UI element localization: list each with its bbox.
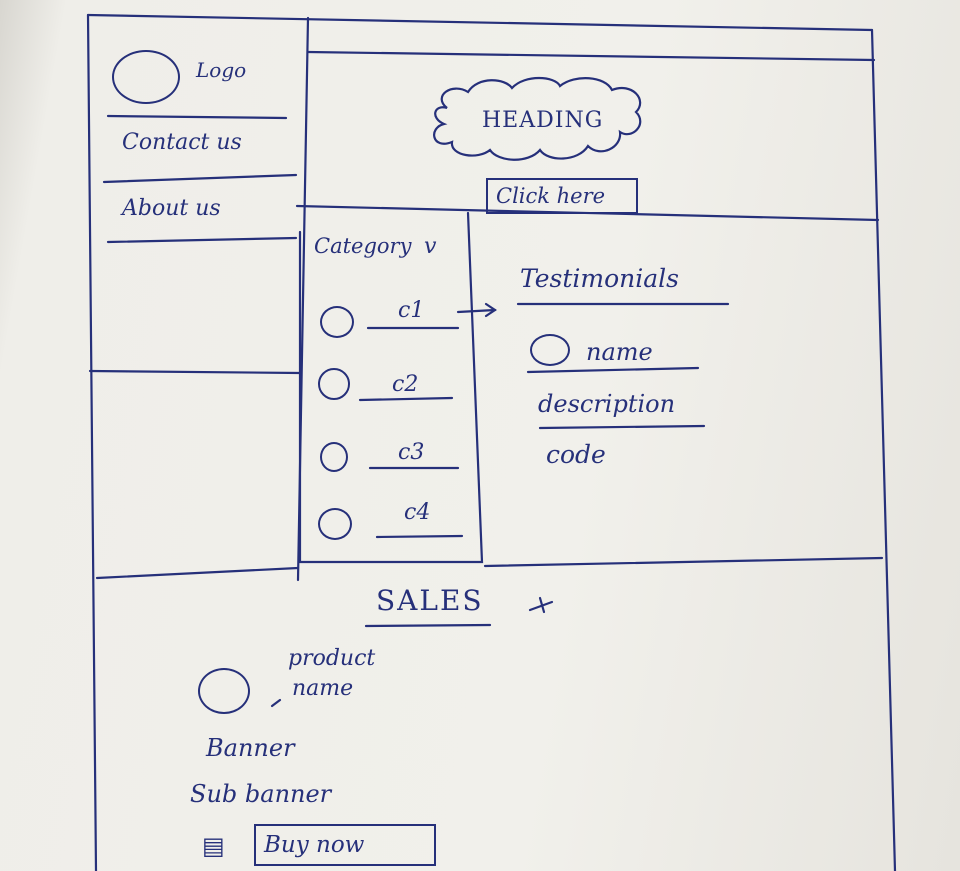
product-label: product: [288, 646, 376, 671]
category-title: Category: [314, 234, 412, 258]
radio-c3[interactable]: [320, 442, 348, 472]
category-item-c4[interactable]: c4: [404, 500, 431, 525]
sales-title: SALES: [376, 584, 484, 617]
banner-label: Banner: [206, 734, 295, 762]
logo-label: Logo: [196, 58, 247, 82]
radio-c1[interactable]: [320, 306, 354, 338]
testimonials-title: Testimonials: [520, 264, 679, 293]
category-item-c1[interactable]: c1: [398, 298, 425, 323]
page-heading: HEADING: [482, 108, 604, 133]
radio-c4[interactable]: [318, 508, 352, 540]
chevron-down-icon[interactable]: v: [424, 234, 437, 259]
sidebar-item-about-us[interactable]: About us: [122, 196, 221, 221]
category-item-c2[interactable]: c2: [392, 372, 419, 397]
sub-banner-label: Sub banner: [190, 780, 332, 808]
buy-now-label: Buy now: [264, 832, 365, 858]
testimonial-description: description: [538, 390, 676, 418]
sidebar-item-contact-us[interactable]: Contact us: [122, 130, 242, 155]
click-here-label: Click here: [496, 184, 606, 208]
product-image-icon: [198, 668, 250, 714]
click-here-button[interactable]: Click here: [486, 178, 638, 214]
testimonial-name: name: [586, 338, 653, 366]
buy-now-button[interactable]: Buy now: [254, 824, 436, 866]
logo-icon: [112, 50, 180, 104]
category-item-c3[interactable]: c3: [398, 440, 425, 465]
radio-c2[interactable]: [318, 368, 350, 400]
testimonial-code: code: [546, 440, 606, 469]
cart-icon[interactable]: ▤: [202, 832, 225, 860]
avatar-icon: [530, 334, 570, 366]
product-name-label: name: [292, 676, 354, 701]
